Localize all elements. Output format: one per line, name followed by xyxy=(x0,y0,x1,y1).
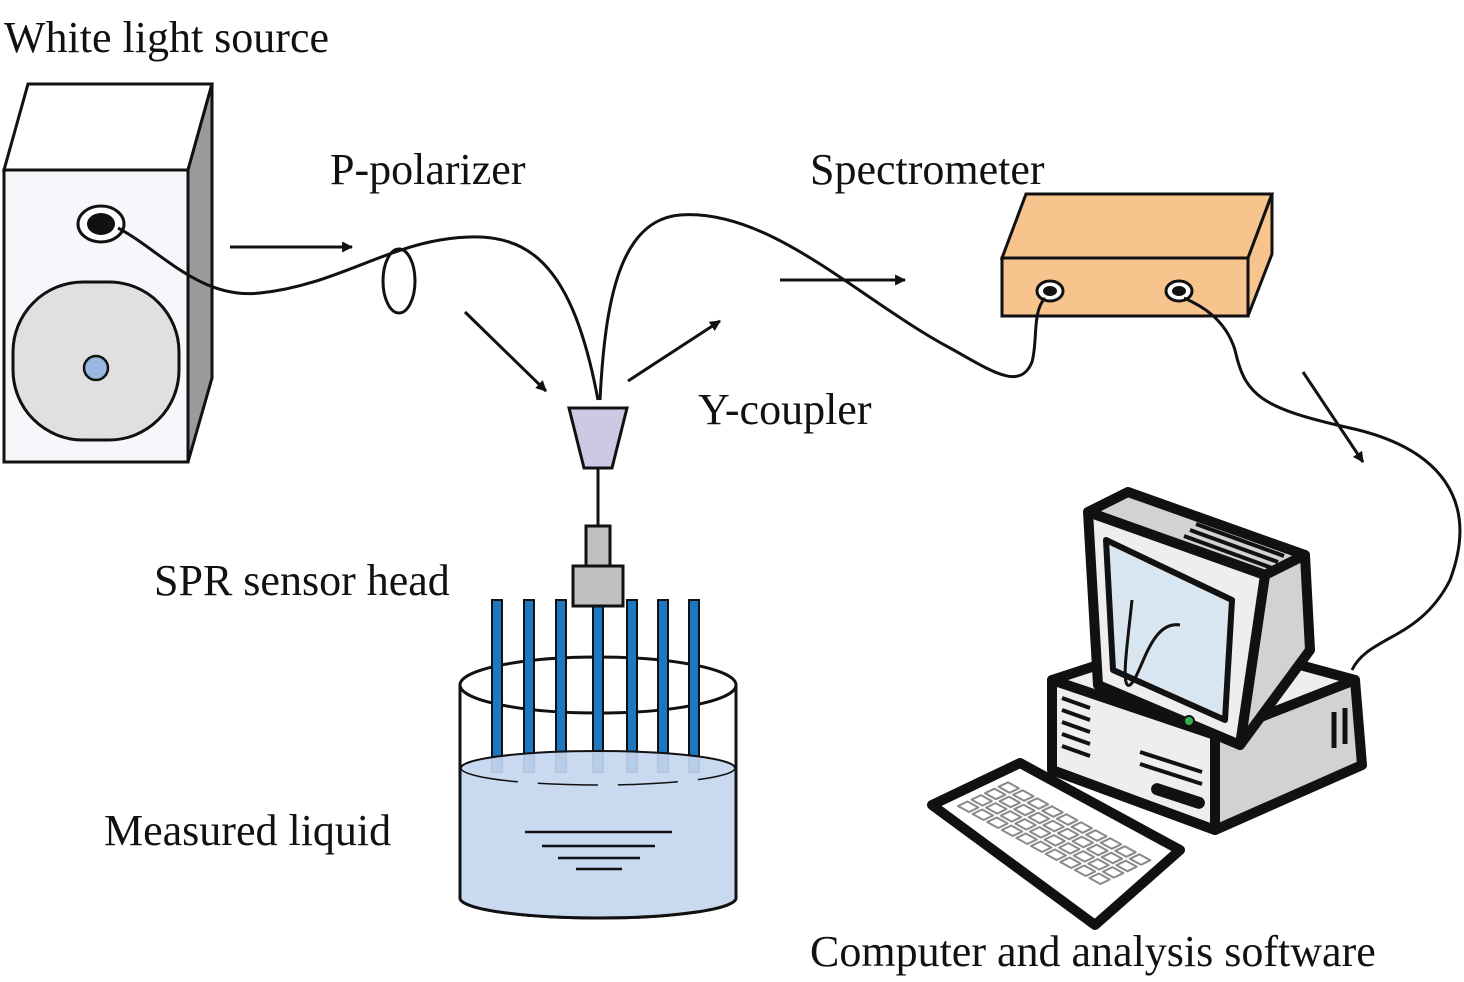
keyboard-key xyxy=(1085,829,1108,842)
y-coupler-icon xyxy=(567,406,629,470)
keyboard-key xyxy=(1055,813,1079,826)
keyboard-key xyxy=(1026,797,1050,810)
sensor-head-icon xyxy=(571,524,625,608)
fiber-source-to-coupler xyxy=(117,226,600,401)
electrode xyxy=(491,599,503,773)
computer-drive-button xyxy=(1151,783,1205,809)
keyboard-key xyxy=(984,787,1007,801)
arrow-to-coupler xyxy=(463,310,548,393)
keyboard-key xyxy=(1099,837,1123,850)
keyboard-key xyxy=(999,810,1023,823)
liquid-surface-front xyxy=(460,767,736,786)
computer-side-vents xyxy=(1331,708,1348,748)
power-led xyxy=(1183,715,1195,727)
label-computer: Computer and analysis software xyxy=(810,927,1376,976)
label-y-coupler: Y-coupler xyxy=(698,385,872,434)
electrode xyxy=(688,599,700,773)
liquid-surface xyxy=(460,750,736,769)
keyboard-keys xyxy=(957,781,1152,885)
beaker-front-wall xyxy=(458,685,738,920)
keyboard-key xyxy=(1071,835,1094,849)
polarizer-loop-icon xyxy=(381,247,417,315)
monitor-top-vents xyxy=(1183,522,1285,570)
keyboard-key xyxy=(998,795,1021,809)
spectrometer-box xyxy=(999,192,1275,318)
keyboard-key xyxy=(997,781,1020,794)
keyboard-key xyxy=(1043,834,1066,847)
keyboard-key xyxy=(1087,858,1110,871)
keyboard-key xyxy=(1100,851,1124,865)
keyboard-key xyxy=(971,808,994,821)
keyboard-key xyxy=(1114,845,1137,858)
arrow-from-coupler xyxy=(627,319,721,383)
computer-base-vents xyxy=(1061,696,1091,758)
label-white-light-source: White light source xyxy=(4,13,329,62)
fiber-coupler-to-spectrometer xyxy=(598,213,1047,401)
keyboard-key xyxy=(1041,805,1064,818)
keyboard-key xyxy=(1013,803,1036,817)
electrode xyxy=(555,599,567,773)
keyboard-key xyxy=(1015,832,1038,845)
measured-liquid-fill xyxy=(458,685,738,920)
source-top-face xyxy=(2,82,214,172)
keyboard-key xyxy=(957,800,980,813)
label-p-polarizer: P-polarizer xyxy=(330,145,526,194)
label-measured-liquid: Measured liquid xyxy=(104,806,391,855)
keyboard-key xyxy=(1128,853,1152,866)
keyboard-key xyxy=(1030,840,1053,853)
spectrometer-input-hole xyxy=(1043,286,1057,296)
keyboard-key xyxy=(1115,859,1138,873)
label-spr-sensor-head: SPR sensor head xyxy=(154,556,450,605)
computer-drive-slots xyxy=(1139,750,1203,786)
keyboard-key xyxy=(1088,872,1111,885)
screen-spectrum-curve xyxy=(1123,599,1181,687)
electrode xyxy=(523,599,535,773)
label-spectrometer: Spectrometer xyxy=(810,145,1045,194)
keyboard-key xyxy=(1070,821,1093,834)
flow-arrows xyxy=(230,241,1365,463)
keyboard-key xyxy=(1057,827,1080,841)
sensor-electrodes xyxy=(491,599,700,773)
keyboard-key xyxy=(1028,826,1052,839)
keyboard-key xyxy=(1101,866,1125,879)
electrode xyxy=(626,599,638,773)
keyboard-key xyxy=(1059,856,1082,869)
spectrometer-output-hole xyxy=(1172,286,1186,296)
keyboard-key xyxy=(1014,818,1037,831)
keyboard-key xyxy=(1086,843,1109,857)
spectrometer-top-face xyxy=(999,192,1275,260)
keyboard-key xyxy=(1058,842,1081,855)
keyboard-key xyxy=(970,794,993,807)
sensor-head-lower xyxy=(571,564,625,608)
keyboard-key xyxy=(1044,848,1067,861)
keyboard-icon xyxy=(927,758,1185,930)
keyboard-key xyxy=(985,802,1008,815)
liquid-body xyxy=(461,751,735,918)
keyboard-key xyxy=(1073,864,1097,877)
keyboard-key xyxy=(1042,819,1065,833)
source-lamp-dot xyxy=(82,354,110,382)
electrode xyxy=(592,599,604,773)
sensor-head-upper xyxy=(584,524,612,570)
keyboard-key xyxy=(986,816,1009,829)
fiber-cables xyxy=(117,213,1462,671)
keyboard-key xyxy=(1072,850,1096,863)
keyboard-key xyxy=(1012,789,1035,802)
keyboard-key xyxy=(1027,811,1051,825)
source-output-hole xyxy=(87,213,115,235)
keyboard-key xyxy=(1000,824,1024,837)
fiber-spectrometer-to-computer xyxy=(1183,296,1462,671)
white-light-source xyxy=(2,82,214,464)
arrow-to-computer xyxy=(1301,371,1365,463)
electrode xyxy=(657,599,669,773)
desktop-computer-icon xyxy=(1047,487,1367,835)
